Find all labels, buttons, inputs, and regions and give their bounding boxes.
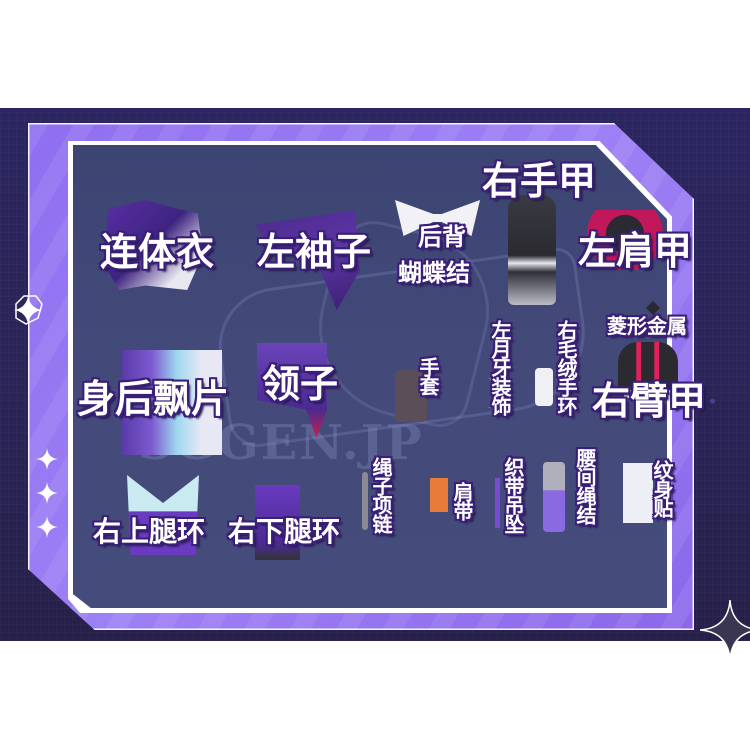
label-back-bow-line1: 后背	[418, 222, 466, 251]
jumpsuit-item	[103, 200, 203, 290]
right-gauntlet-item	[508, 195, 556, 305]
label-right-gauntlet: 右手甲	[482, 158, 597, 203]
label-shoulder-strap: 肩带	[450, 482, 474, 520]
label-left-sleeve: 左袖子	[257, 229, 372, 274]
back-streamers-item	[122, 350, 222, 455]
shoulder-strap-item	[430, 478, 448, 512]
waist-rope-knot-item	[543, 462, 565, 532]
label-jumpsuit: 连体衣	[100, 229, 215, 274]
label-waist-rope-knot: 腰间绳结	[573, 448, 597, 524]
right-lower-leg-ring-item	[255, 485, 300, 560]
right-fur-wristband-item	[535, 368, 553, 406]
label-rope-necklace: 绳子项链	[369, 457, 393, 533]
sparkle-corner-icon	[700, 600, 750, 660]
sparkle-large-icon	[14, 295, 43, 325]
left-crescent-ornament-item	[478, 378, 497, 408]
right-arm-armor-item	[618, 342, 678, 390]
label-collar: 领子	[262, 361, 339, 406]
left-shoulder-armor-item	[585, 210, 665, 270]
label-left-shoulder-armor: 左肩甲	[578, 228, 693, 273]
label-glove: 手套	[416, 357, 440, 395]
label-tattoo-sticker: 纹身贴	[650, 460, 674, 517]
sparkle-small-icon	[36, 448, 58, 470]
glove-item	[395, 370, 427, 422]
label-right-lower-leg-ring: 右下腿环	[228, 515, 341, 548]
label-left-crescent-ornament: 左月牙装饰	[488, 320, 512, 415]
woven-strap-pendant-item	[495, 478, 500, 528]
label-right-fur-wristband: 右毛绒手环	[554, 320, 578, 415]
rope-necklace-item	[362, 472, 368, 530]
label-right-arm-armor: 右臂甲	[592, 378, 707, 423]
label-woven-strap-pendant: 织带吊坠	[501, 457, 525, 533]
label-right-upper-leg-ring: 右上腿环	[93, 515, 206, 548]
tattoo-sticker-item	[623, 463, 653, 523]
label-back-streamers: 身后飘片	[77, 376, 230, 421]
sparkle-small-icon	[36, 482, 58, 504]
label-back-bow-line2: 蝴蝶结	[398, 258, 470, 287]
label-diamond-metal: 菱形金属	[607, 314, 687, 338]
sparkle-small-icon	[36, 516, 58, 538]
